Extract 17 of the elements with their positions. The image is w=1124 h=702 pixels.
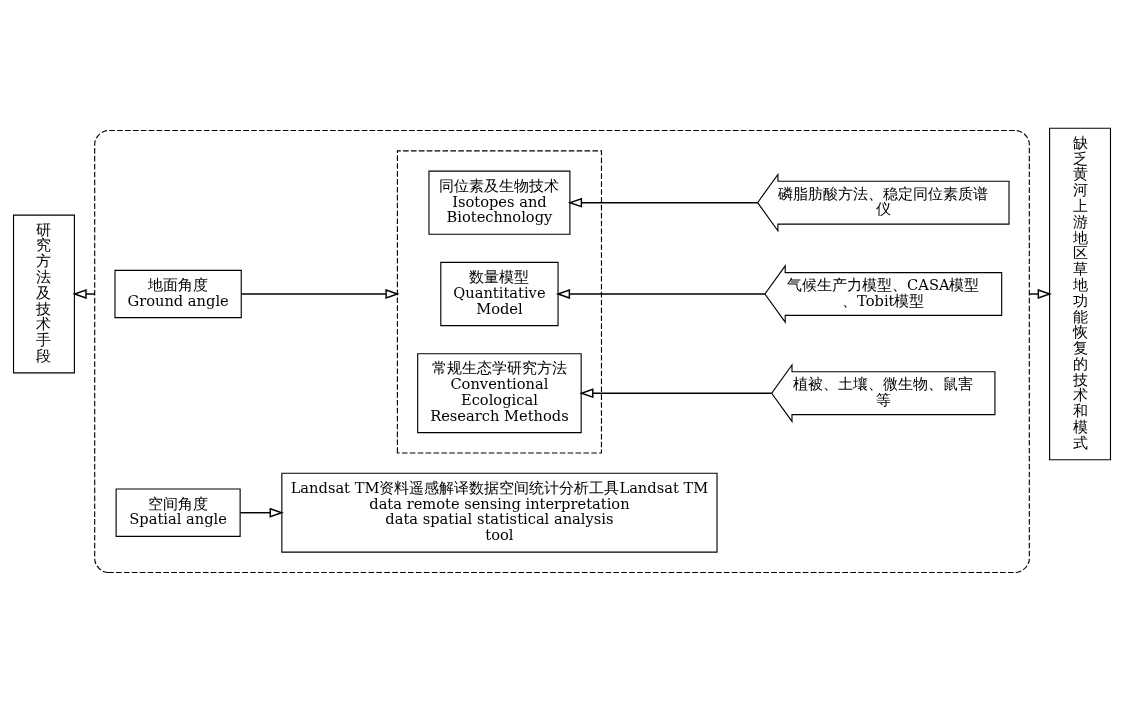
arrow: [579, 387, 773, 398]
cluster: [396, 149, 603, 454]
node-box: 同位素及生物技术 Isotopes and Biotechnology: [428, 170, 571, 235]
arrow: [240, 288, 400, 299]
node-box: 缺乏黄河上游地区草地功能恢复的技术和模式: [1049, 127, 1112, 460]
arrow: [567, 197, 759, 208]
node-box: 地面角度 Ground angle: [114, 269, 242, 318]
arrow: [239, 507, 284, 518]
cluster: [94, 129, 1030, 573]
node-box: 常规生态学研究方法 Conventional Ecological Research Methods: [417, 352, 582, 433]
node-box: 研究方法及技术手段: [12, 214, 75, 373]
node-box: Landsat TM资料遥感解译数据空间统计分析工具Landsat TM data remote sensing interpretation data spatial statistical analysis tool: [281, 472, 718, 553]
arrow: [1028, 288, 1052, 299]
node-box: 数量模型 Quantitative Model: [440, 261, 559, 326]
node-box: 空间角度 Spatial angle: [115, 487, 241, 537]
arrow: [555, 288, 766, 299]
arrow: [72, 288, 96, 299]
